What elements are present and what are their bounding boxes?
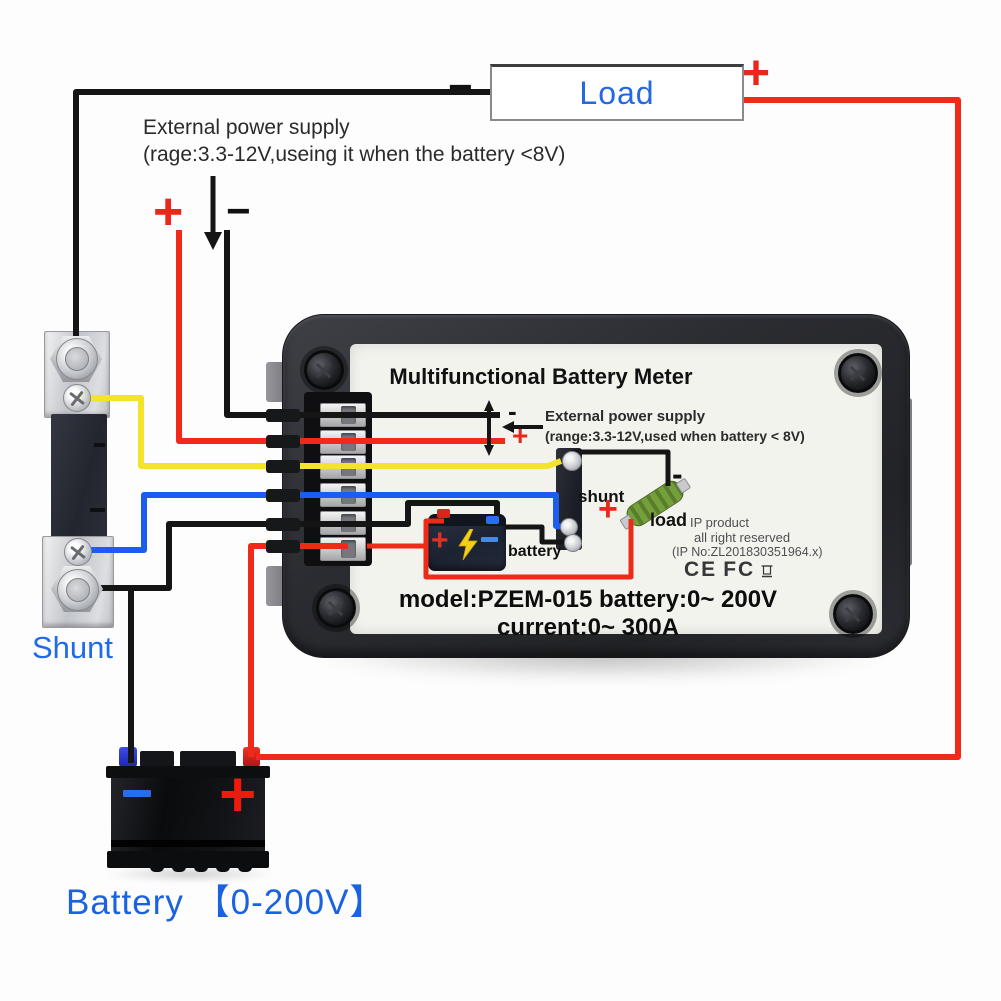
- wire-sleeve-1: [266, 409, 300, 422]
- label-battery-icon: +: [428, 509, 506, 571]
- wire-sleeve-3: [266, 460, 300, 473]
- wire-sleeve-6: [266, 540, 300, 553]
- terminal-clip-slot: [341, 514, 356, 532]
- load-box: Load: [490, 64, 744, 121]
- ip-product-line2: all right reserved: [694, 530, 791, 545]
- label-eps-line2: (range:3.3-12V,used when battery < 8V): [545, 428, 805, 444]
- battery-base: [107, 851, 269, 868]
- battery-base-bump: [150, 866, 164, 872]
- label-battery-plus-symbol: +: [431, 524, 449, 557]
- terminal-clip-slot: [341, 540, 356, 558]
- battery-negative-post: [119, 747, 137, 767]
- terminal-clip-slot: [341, 458, 356, 476]
- label-eps-plus-symbol: +: [512, 420, 529, 451]
- terminal-clip-5: [320, 511, 366, 535]
- ip-product-line3: (IP No:ZL201830351964.x): [672, 545, 823, 559]
- wire-sleeve-2: [266, 435, 300, 448]
- down-arrow-head-icon: [204, 232, 222, 250]
- ext-positive-symbol: +: [153, 183, 184, 241]
- battery-base-bump: [172, 866, 186, 872]
- load-label: Load: [579, 74, 655, 111]
- terminal-clip-slot: [341, 406, 356, 424]
- battery-lid: [106, 766, 270, 778]
- label-eps-line1: External power supply: [545, 408, 706, 425]
- battery-lower-stripe: [111, 840, 265, 847]
- shunt-bottom-bolt-core: [66, 578, 90, 602]
- terminal-clip-slot: [341, 486, 356, 504]
- battery-plus-symbol: +: [219, 758, 257, 830]
- shunt-bottom-sense-screw: [64, 538, 92, 566]
- ext-negative-symbol: −: [226, 187, 251, 234]
- battery-base-bump: [194, 866, 208, 872]
- shunt-top-bolt-core: [65, 347, 89, 371]
- label-load-plus-symbol: +: [598, 490, 618, 528]
- load-positive-symbol: +: [742, 47, 771, 100]
- shunt-bar-notch-bottom: [90, 508, 105, 512]
- ip-product-line1: IP product: [690, 515, 750, 530]
- label-shunt-top-screw: [562, 451, 582, 471]
- terminal-clip-6: [320, 537, 366, 561]
- battery-base-bump: [238, 866, 252, 872]
- battery-shadow: [104, 866, 276, 882]
- battery-label: Battery 【0-200V】: [66, 883, 386, 922]
- terminal-clip-2: [320, 430, 366, 454]
- corner-screw-top-left-icon: [304, 350, 344, 390]
- label-battery-negative-post: [486, 516, 499, 524]
- wire-sleeve-5: [266, 518, 300, 531]
- meter-title: Multifunctional Battery Meter: [389, 364, 693, 389]
- terminal-clip-3: [320, 455, 366, 479]
- load-negative-symbol: −: [448, 63, 473, 110]
- terminal-clip-1: [320, 403, 366, 427]
- terminal-clip-4: [320, 483, 366, 507]
- external-power-note-line2: (rage:3.3-12V,useing it when the battery…: [143, 143, 566, 166]
- label-load-minus-symbol: -: [672, 456, 683, 492]
- label-battery-text: battery: [508, 543, 562, 560]
- label-battery-minus-bar: [481, 537, 498, 542]
- battery-minus-bar: [123, 790, 151, 797]
- ce-mark: CE: [684, 558, 718, 581]
- corner-screw-top-right-icon: [838, 353, 878, 393]
- lightning-bolt-icon: [458, 529, 478, 561]
- external-power-note-line1: External power supply: [143, 116, 350, 139]
- label-shunt-bottom-screw: [564, 534, 582, 552]
- certification-marks: CE FC: [684, 558, 773, 582]
- shunt-resistance-bar: [51, 414, 107, 538]
- terminal-clip-slot: [341, 433, 356, 451]
- battery-top-block-1: [140, 751, 174, 767]
- fcc-mark: FC: [723, 558, 756, 581]
- battery-top-block-2: [180, 751, 236, 767]
- shunt-label: Shunt: [32, 630, 114, 665]
- shunt-bar-notch-top: [94, 443, 105, 447]
- corner-screw-bottom-left-icon: [316, 588, 356, 628]
- label-load-text: load: [650, 510, 688, 530]
- label-shunt-mid-screw: [560, 518, 578, 536]
- battery-base-bump: [216, 866, 230, 872]
- wire-sleeve-4: [266, 489, 300, 502]
- model-spec-text: model:PZEM-015 battery:0~ 200V current:0…: [398, 586, 778, 641]
- shunt-top-sense-screw: [63, 384, 91, 412]
- weee-bin-icon: [761, 564, 773, 577]
- external-power-note: External power supply (rage:3.3-12V,usei…: [143, 114, 565, 168]
- label-battery-positive-post: [437, 509, 450, 518]
